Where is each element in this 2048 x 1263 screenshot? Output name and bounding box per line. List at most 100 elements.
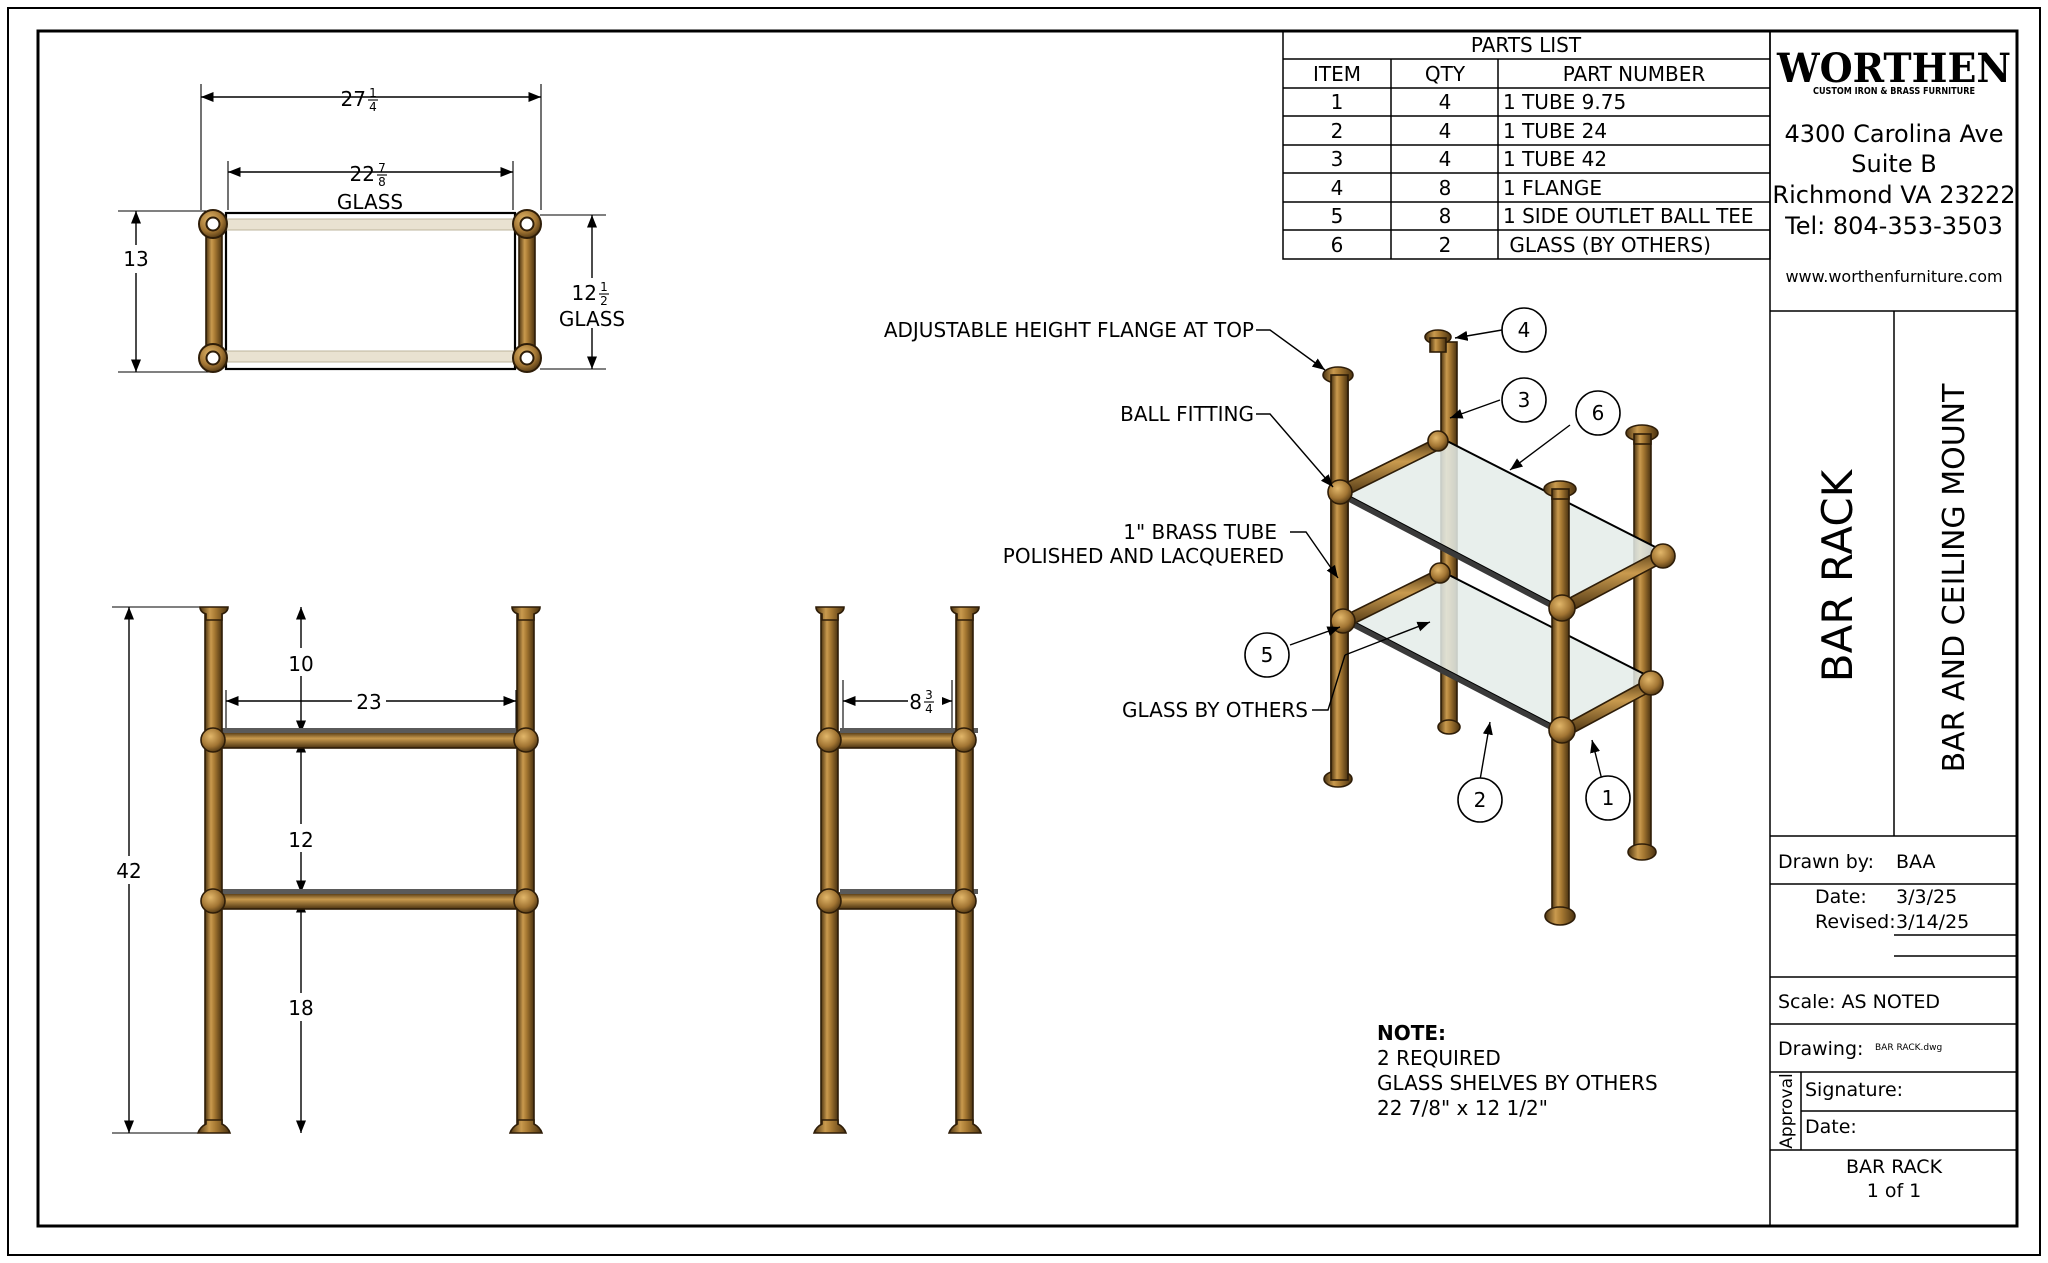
balloon: 5 <box>1244 632 1290 678</box>
side-shelf-lower <box>833 892 961 910</box>
glass-edge-bottom <box>225 350 516 363</box>
table-cell: 5 <box>1331 204 1344 228</box>
table-cell: 1 TUBE 42 <box>1503 147 1607 171</box>
flange <box>199 606 229 621</box>
top-view-tube-right <box>518 223 536 359</box>
table-cell: 8 <box>1439 176 1452 200</box>
top-view-tube-left <box>205 223 223 359</box>
ball-fitting <box>1327 479 1353 505</box>
drawn-by-value: BAA <box>1896 851 1936 873</box>
company-tagline: CUSTOM IRON & BRASS FURNITURE <box>1813 86 1975 97</box>
ball-fitting <box>1638 670 1664 696</box>
balloon: 6 <box>1575 390 1621 436</box>
date-label: Date: <box>1815 886 1867 908</box>
ball-fitting <box>200 727 226 753</box>
table-cell: 4 <box>1439 90 1452 114</box>
drawing-subtitle: BAR AND CEILING MOUNT <box>1937 383 1972 773</box>
parts-list-header-part: PART NUMBER <box>1563 62 1706 86</box>
side-view: 8 3 4 <box>812 606 983 1134</box>
isometric-view: ADJUSTABLE HEIGHT FLANGE AT TOP BALL FIT… <box>884 307 1676 926</box>
dim-glass-width-frac-num: 7 <box>378 161 386 175</box>
side-leg-right <box>955 613 974 1127</box>
svg-text:5: 5 <box>1261 643 1274 667</box>
parts-list-header-item: ITEM <box>1313 62 1361 86</box>
company-address-line3: Richmond VA 23222 <box>1772 181 2015 209</box>
ball-fitting <box>1429 562 1451 584</box>
front-view: 42 10 23 12 18 <box>112 606 544 1134</box>
dim-bottom-gap-label: 18 <box>288 996 313 1020</box>
company-phone: Tel: 804-353-3503 <box>1784 212 2003 240</box>
dim-shelf-depth-frac-den: 4 <box>925 702 933 716</box>
dim-glass-depth-frac-den: 2 <box>600 294 608 308</box>
front-leg-right <box>516 613 535 1127</box>
table-cell: 4 <box>1439 147 1452 171</box>
ball-fitting <box>816 727 842 753</box>
side-leg-left <box>820 613 839 1127</box>
table-cell: 4 <box>1331 176 1344 200</box>
table-cell: GLASS (BY OTHERS) <box>1503 233 1711 257</box>
dim-depth-label: 13 <box>123 247 148 271</box>
notes: NOTE: 2 REQUIRED GLASS SHELVES BY OTHERS… <box>1377 1021 1658 1120</box>
glass-outline <box>224 211 517 371</box>
front-shelf-lower <box>213 892 527 910</box>
note-line3: 22 7/8" x 12 1/2" <box>1377 1096 1548 1120</box>
approval-label: Approval <box>1777 1073 1797 1148</box>
inner-border <box>36 29 2019 1228</box>
outer-border <box>7 7 2041 1256</box>
side-shelf-upper <box>833 731 961 749</box>
company-website: www.worthenfurniture.com <box>1785 267 2002 286</box>
ball-fitting <box>951 727 977 753</box>
company-address-line1: 4300 Carolina Ave <box>1784 120 2003 148</box>
flange <box>508 1119 544 1134</box>
dim-shelf-spacing-label: 12 <box>288 828 313 852</box>
revised-label: Revised: <box>1815 911 1896 933</box>
table-cell: 1 FLANGE <box>1503 176 1602 200</box>
ball-fitting <box>1650 543 1676 569</box>
ball-fitting <box>951 888 977 914</box>
table-cell: 4 <box>1439 119 1452 143</box>
parts-list-table: PARTS LIST ITEM QTY PART NUMBER 1 4 1 TU… <box>1282 30 1771 260</box>
flange <box>812 1119 848 1134</box>
table-cell: 1 SIDE OUTLET BALL TEE <box>1503 204 1754 228</box>
iso-leg-front-right <box>1551 491 1570 915</box>
flange <box>1627 843 1657 861</box>
flange <box>815 606 845 621</box>
flange <box>511 606 541 621</box>
company-address-line2: Suite B <box>1851 150 1936 178</box>
drawn-by-label: Drawn by: <box>1778 851 1874 873</box>
dim-top-gap-label: 10 <box>288 652 313 676</box>
dim-glass-depth-frac-num: 1 <box>600 280 608 294</box>
svg-text:2: 2 <box>1474 788 1487 812</box>
iso-leg-right-far <box>1633 437 1652 851</box>
parts-list-header-qty: QTY <box>1425 62 1466 86</box>
note-heading: NOTE: <box>1377 1021 1446 1045</box>
table-cell: 1 TUBE 9.75 <box>1503 90 1626 114</box>
front-glass-lower <box>218 889 522 894</box>
svg-text:4: 4 <box>1518 318 1531 342</box>
ball-fitting <box>1548 716 1576 744</box>
callout-flange-note: ADJUSTABLE HEIGHT FLANGE AT TOP <box>884 318 1254 342</box>
flange <box>950 606 980 621</box>
title-block: WORTHEN CUSTOM IRON & BRASS FURNITURE 43… <box>1769 31 2017 1226</box>
drawing-title: BAR RACK <box>1813 468 1862 682</box>
balloon: 4 <box>1501 307 1547 353</box>
dim-glass-width-frac-den: 8 <box>378 175 386 189</box>
sheet-number: 1 of 1 <box>1867 1180 1922 1202</box>
callout-ball-fitting: BALL FITTING <box>1120 402 1254 426</box>
dim-shelf-depth-frac-num: 3 <box>925 688 933 702</box>
top-view: 27 1 4 22 7 8 GLASS 13 12 1 2 GLASS <box>118 84 625 373</box>
table-cell: 8 <box>1439 204 1452 228</box>
table-cell: 2 <box>1439 233 1452 257</box>
dim-overall-width-label: 27 <box>341 87 366 111</box>
table-cell: 1 TUBE 24 <box>1503 119 1607 143</box>
drawing-file: BAR RACK.dwg <box>1875 1043 1942 1053</box>
flange <box>196 1119 232 1134</box>
sheet-name: BAR RACK <box>1846 1156 1943 1178</box>
company-logo: WORTHEN <box>1776 45 2011 92</box>
parts-list-title: PARTS LIST <box>1471 33 1582 57</box>
svg-text:6: 6 <box>1592 401 1605 425</box>
table-cell: 3 <box>1331 147 1344 171</box>
ball-fitting <box>513 727 539 753</box>
flange <box>947 1119 983 1134</box>
